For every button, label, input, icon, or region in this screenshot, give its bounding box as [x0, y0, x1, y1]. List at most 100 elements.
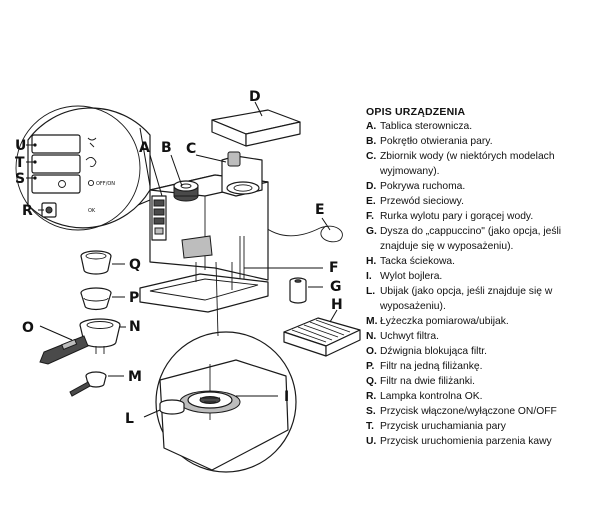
- callout-p: P: [129, 290, 139, 306]
- callout-d: D: [249, 89, 261, 105]
- legend-item: S. Przycisk włączone/wyłączone ON/OFF: [366, 404, 598, 419]
- callout-r: R: [22, 203, 33, 219]
- legend-text: Pokrywa ruchoma.: [380, 181, 466, 192]
- measuring-scoop: [69, 371, 124, 397]
- legend-item: I. Wylot bojlera.: [366, 269, 598, 284]
- legend-item: M.Łyżeczka pomiarowa/ubijak.: [366, 314, 598, 329]
- legend-item: U.Przycisk uruchomienia parzenia kawy: [366, 434, 598, 449]
- legend-code: P.: [366, 361, 375, 372]
- legend-item: A.Tablica sterownicza.: [366, 119, 598, 134]
- legend-code: T.: [366, 421, 375, 432]
- legend-text: Filtr na jedną filiżankę.: [380, 361, 483, 372]
- legend-text: Przycisk uruchomienia parzenia kawy: [380, 436, 552, 447]
- callout-f: F: [329, 260, 339, 276]
- tamper: [143, 399, 185, 418]
- legend-item: C.Zbiornik wody (w niektórych modelach w…: [366, 149, 598, 179]
- drip-tray-base: [139, 273, 269, 313]
- legend-code: S.: [366, 406, 376, 417]
- legend-code: A.: [366, 121, 377, 132]
- legend-item: P. Filtr na jedną filiżankę.: [366, 359, 598, 374]
- legend-item: F. Rurka wylotu pary i gorącej wody.: [366, 209, 598, 224]
- onoff-lamp: [58, 180, 66, 188]
- legend-item: H.Tacka ściekowa.: [366, 254, 598, 269]
- filter-two-cups: [80, 250, 125, 275]
- legend-code: M.: [366, 316, 378, 327]
- legend-text: Filtr na dwie filiżanki.: [380, 376, 475, 387]
- legend-code: O.: [366, 346, 377, 357]
- legend-code: F.: [366, 211, 375, 222]
- legend-text: Lampka kontrolna OK.: [380, 391, 483, 402]
- callout-t: T: [15, 155, 25, 171]
- boiler-outlet-zoom: [155, 331, 297, 473]
- espresso-machine: [139, 151, 343, 313]
- legend-text: Przycisk uruchamiania pary: [380, 421, 506, 432]
- legend-text: Ubijak (jako opcja, jeśli znajduje się w…: [380, 286, 553, 312]
- legend-code: Q.: [366, 376, 377, 387]
- legend-text: Zbiornik wody (w niektórych modelach wyj…: [380, 151, 555, 177]
- leader-lines: [149, 154, 331, 269]
- callout-a: A: [139, 140, 150, 156]
- filter-holder: [39, 318, 126, 365]
- steam-button-zoom: [31, 154, 81, 174]
- power-cord: [261, 224, 343, 243]
- callout-h: H: [331, 297, 343, 313]
- legend-item: E. Przewód sieciowy.: [366, 194, 598, 209]
- legend-code: N.: [366, 331, 377, 342]
- onoff-button-zoom: [31, 174, 81, 194]
- legend-text: Wylot bojlera.: [380, 271, 443, 282]
- legend-item: O.Dźwignia blokująca filtr.: [366, 344, 598, 359]
- legend-text: Łyżeczka pomiarowa/ubijak.: [380, 316, 509, 327]
- legend-item: B.Pokrętło otwierania pary.: [366, 134, 598, 149]
- callout-e: E: [315, 202, 325, 218]
- onoff-label: OFF/ON: [96, 181, 115, 187]
- legend-text: Przycisk włączone/wyłączone ON/OFF: [380, 406, 557, 417]
- drip-tray-grid: [283, 309, 361, 357]
- callout-m: M: [128, 369, 142, 385]
- legend-text: Uchwyt filtra.: [380, 331, 439, 342]
- legend-code: D.: [366, 181, 377, 192]
- legend-item: D.Pokrywa ruchoma.: [366, 179, 598, 194]
- legend-item: N.Uchwyt filtra.: [366, 329, 598, 344]
- legend-item: Q.Filtr na dwie filiżanki.: [366, 374, 598, 389]
- power-symbol-icon: [87, 179, 95, 187]
- legend-code: I.: [366, 271, 372, 282]
- legend-code: C.: [366, 151, 377, 162]
- panel-symbol-icons: [85, 137, 97, 167]
- callout-o: O: [22, 320, 34, 336]
- legend-item: L. Ubijak (jako opcja, jeśli znajduje się…: [366, 284, 598, 314]
- ok-label: OK: [88, 208, 96, 214]
- legend-text: Tacka ściekowa.: [380, 256, 455, 267]
- legend-text: Dysza do „cappuccino" (jako opcja, jeśli…: [380, 226, 562, 252]
- legend-code: E.: [366, 196, 376, 207]
- legend-code: G.: [366, 226, 377, 237]
- legend-code: R.: [366, 391, 377, 402]
- legend-text: Pokrętło otwierania pary.: [380, 136, 493, 147]
- brew-button-zoom: [31, 134, 81, 154]
- legend-code: L.: [366, 286, 376, 297]
- callout-l: L: [125, 411, 134, 427]
- parts-legend: OPIS URZĄDZENIA A.Tablica sterownicza.B.…: [366, 106, 598, 449]
- legend-item: R.Lampka kontrolna OK.: [366, 389, 598, 404]
- legend-code: U.: [366, 436, 377, 447]
- cappuccino-nozzle: [289, 277, 323, 304]
- callout-s: S: [15, 171, 25, 187]
- legend-text: Rurka wylotu pary i gorącej wody.: [380, 211, 534, 222]
- filter-one-cup: [80, 287, 125, 311]
- legend-text: Przewód sieciowy.: [380, 196, 464, 207]
- callout-i: I: [284, 389, 289, 405]
- callout-n: N: [129, 319, 141, 335]
- callout-labels: A B C D E F G H I L M N O P Q R S T U: [15, 89, 343, 427]
- legend-text: Dźwignia blokująca filtr.: [380, 346, 488, 357]
- legend-list: A.Tablica sterownicza.B.Pokrętło otwiera…: [366, 119, 598, 449]
- legend-item: G.Dysza do „cappuccino" (jako opcja, jeś…: [366, 224, 598, 254]
- callout-g: G: [330, 279, 342, 295]
- legend-code: B.: [366, 136, 377, 147]
- callout-c: C: [186, 141, 196, 157]
- callout-q: Q: [129, 257, 141, 273]
- control-panel-zoom: OFF/ON OK: [15, 105, 151, 231]
- callout-b: B: [161, 140, 172, 156]
- legend-title: OPIS URZĄDZENIA: [366, 106, 466, 118]
- movable-lid: [211, 101, 301, 147]
